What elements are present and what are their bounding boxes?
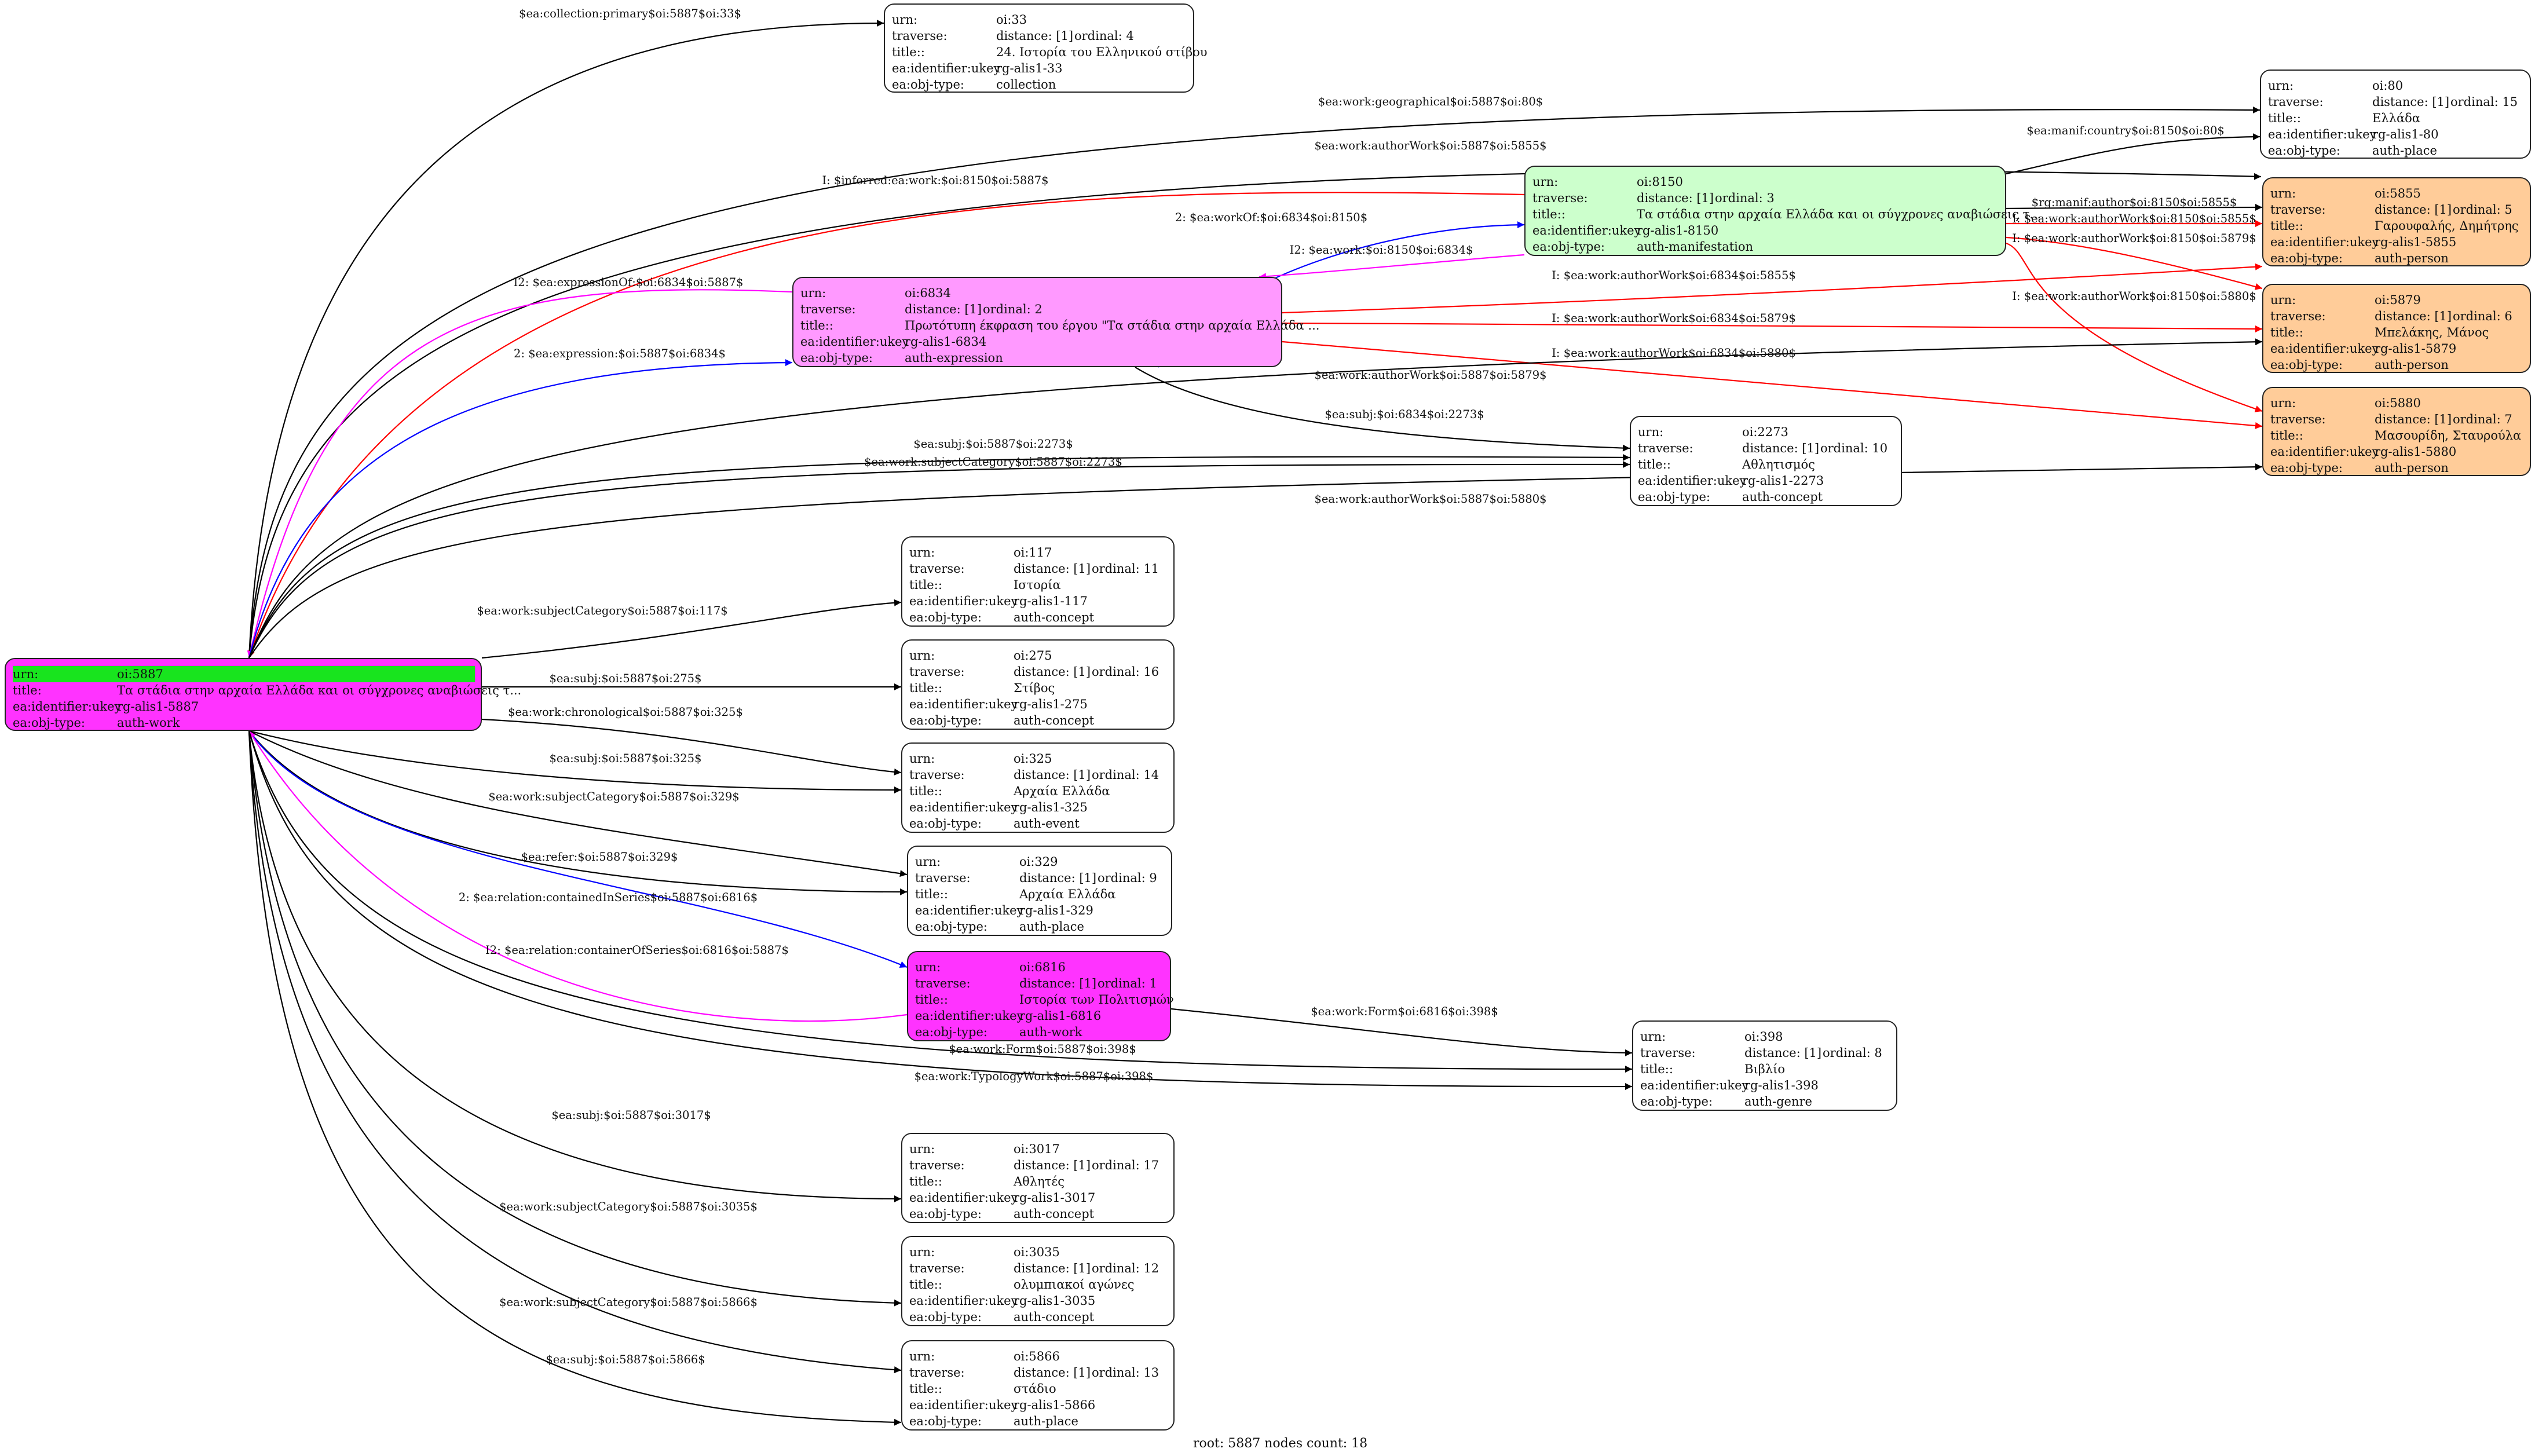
edge-n5887-n3035 xyxy=(248,730,902,1307)
edge-label: I: $inferred:ea:work:$oi:8150$oi:5887$ xyxy=(822,174,1048,187)
node-ukey: rg-alis1-5887 xyxy=(117,700,199,714)
edge-n5887-n325 xyxy=(481,718,902,775)
node-325[interactable]: urn:oi:325 traverse:distance: [1]ordinal… xyxy=(901,742,1175,833)
node-title: Τα στάδια στην αρχαία Ελλάδα και οι σύγχ… xyxy=(117,683,522,697)
edge-label: I2: $ea:relation:containerOfSeries$oi:68… xyxy=(485,943,789,957)
edge-label: $ea:subj:$oi:5887$oi:5866$ xyxy=(546,1353,705,1366)
edge-label: $ea:refer:$oi:5887$oi:329$ xyxy=(521,850,678,864)
edge-label: $ea:work:subjectCategory$oi:5887$oi:2273… xyxy=(864,455,1122,469)
edge-label: $rg:manif:author$oi:8150$oi:5855$ xyxy=(2032,196,2237,209)
graph-footer: root: 5887 nodes count: 18 xyxy=(1193,1436,1368,1451)
edge-n5887-n3017 xyxy=(248,730,902,1202)
edge-label: 2: $ea:relation:containedInSeries$oi:588… xyxy=(459,891,758,904)
node-5866[interactable]: urn:oi:5866 traverse:distance: [1]ordina… xyxy=(901,1340,1175,1431)
edge-n5887-n117 xyxy=(481,599,902,659)
edge-label: $ea:work:chronological$oi:5887$oi:325$ xyxy=(508,705,743,719)
node-5880[interactable]: urn:oi:5880 traverse:distance: [1]ordina… xyxy=(2262,387,2531,476)
edge-label: I: $ea:work:authorWork$oi:8150$oi:5855$ xyxy=(2012,212,2256,225)
edge-n8150-n5880 xyxy=(2006,242,2263,412)
node-3017[interactable]: urn:oi:3017 traverse:distance: [1]ordina… xyxy=(901,1133,1175,1223)
edge-label: $ea:work:TypologyWork$oi:5887$oi:398$ xyxy=(914,1070,1154,1083)
node-117[interactable]: urn:oi:117 traverse:distance: [1]ordinal… xyxy=(901,536,1175,627)
edge-n5887-n329 xyxy=(248,730,908,877)
edge-n5887-n5880 xyxy=(248,463,2263,659)
edge-label: I: $ea:work:authorWork$oi:8150$oi:5879$ xyxy=(2012,232,2256,245)
edge-label: I: $ea:work:authorWork$oi:8150$oi:5880$ xyxy=(2012,290,2256,303)
edge-label: $ea:work:Form$oi:5887$oi:398$ xyxy=(949,1042,1136,1056)
edge-label: $ea:subj:$oi:5887$oi:3017$ xyxy=(551,1109,711,1122)
edge-label: I2: $ea:expressionOf:$oi:6834$oi:5887$ xyxy=(514,276,744,289)
edge-n6834-n5887 xyxy=(247,289,793,659)
edge-n6834-n2273 xyxy=(1135,367,1630,452)
node-329[interactable]: urn:oi:329 traverse:distance: [1]ordinal… xyxy=(907,846,1172,936)
edge-n5887-n2273 xyxy=(248,460,1630,659)
node-398[interactable]: urn:oi:398 traverse:distance: [1]ordinal… xyxy=(1632,1020,1897,1111)
edge-label: I: $ea:work:authorWork$oi:6834$oi:5855$ xyxy=(1552,269,1796,282)
edge-label: $ea:work:subjectCategory$oi:5887$oi:329$ xyxy=(488,790,739,803)
edge-n5887-n6834 xyxy=(248,359,793,659)
edge-n6834-n5855 xyxy=(1282,263,2263,314)
edge-label: $ea:work:authorWork$oi:5887$oi:5880$ xyxy=(1314,492,1546,506)
edge-label: 2: $ea:workOf:$oi:6834$oi:8150$ xyxy=(1175,211,1367,224)
edge-n5887-n33 xyxy=(248,20,884,659)
edge-n5887-n2273 xyxy=(248,453,1630,659)
edge-n5887-n5866 xyxy=(248,730,902,1374)
node-6816[interactable]: urn:oi:6816 traverse:distance: [1]ordina… xyxy=(907,951,1174,1041)
edge-label: $ea:work:geographical$oi:5887$oi:80$ xyxy=(1318,95,1543,108)
node-8150[interactable]: urn:oi:8150 traverse:distance: [1]ordina… xyxy=(1524,166,2041,256)
node-root-5887[interactable]: urn:oi:5887 title:Τα στάδια στην αρχαία … xyxy=(5,658,521,731)
edge-label: $ea:collection:primary$oi:5887$oi:33$ xyxy=(519,7,741,20)
edge-n6816-n5887 xyxy=(248,730,908,1022)
node-5879[interactable]: urn:oi:5879 traverse:distance: [1]ordina… xyxy=(2262,284,2531,373)
edge-label: $ea:work:subjectCategory$oi:5887$oi:3035… xyxy=(499,1200,758,1213)
edge-n8150-n80 xyxy=(2006,133,2260,175)
edge-label: $ea:subj:$oi:5887$oi:325$ xyxy=(550,752,702,765)
edge-label: $ea:manif:country$oi:8150$oi:80$ xyxy=(2026,124,2225,137)
node-6834[interactable]: urn:oi:6834 traverse:distance: [1]ordina… xyxy=(792,277,1319,367)
edge-n5887-n80 xyxy=(248,106,2260,659)
edge-label: $ea:work:authorWork$oi:5887$oi:5879$ xyxy=(1314,368,1546,382)
edge-label: I2: $ea:work:$oi:8150$oi:6834$ xyxy=(1290,243,1473,257)
edge-n5887-n6816 xyxy=(248,730,908,968)
edge-n6834-n5879 xyxy=(1282,322,2263,332)
node-type: auth-work xyxy=(117,716,180,730)
node-80[interactable]: urn:oi:80 traverse:distance: [1]ordinal:… xyxy=(2260,69,2531,159)
edge-label: $ea:subj:$oi:5887$oi:275$ xyxy=(550,672,702,685)
edge-label: I: $ea:work:authorWork$oi:6834$oi:5879$ xyxy=(1552,312,1796,325)
node-2273[interactable]: urn:oi:2273 traverse:distance: [1]ordina… xyxy=(1630,416,1902,506)
node-33[interactable]: urn:oi:33 traverse:distance: [1]ordinal:… xyxy=(884,3,1208,93)
node-urn: oi:5887 xyxy=(117,667,163,681)
edge-label: $ea:work:Form$oi:6816$oi:398$ xyxy=(1311,1005,1498,1018)
edge-label: $ea:subj:$oi:5887$oi:2273$ xyxy=(913,437,1073,451)
edge-label: $ea:work:authorWork$oi:5887$oi:5855$ xyxy=(1314,139,1546,152)
edge-label: 2: $ea:expression:$oi:5887$oi:6834$ xyxy=(514,347,726,360)
edge-n5887-n325 xyxy=(248,730,902,793)
edge-n5887-n398 xyxy=(248,730,1633,1073)
edge-n8150-n5887 xyxy=(248,192,1525,659)
edge-label: $ea:work:subjectCategory$oi:5887$oi:117$ xyxy=(477,604,727,617)
edge-label: $ea:subj:$oi:6834$oi:2273$ xyxy=(1325,408,1484,421)
edge-n5887-n5879 xyxy=(248,338,2263,659)
edge-n6834-n5880 xyxy=(1282,341,2263,429)
edge-n6816-n398 xyxy=(1170,1008,1633,1056)
node-3035[interactable]: urn:oi:3035 traverse:distance: [1]ordina… xyxy=(901,1236,1175,1326)
edge-n5887-n329 xyxy=(248,730,908,895)
edge-n8150-n5855 xyxy=(2006,204,2263,211)
edge-label: $ea:work:subjectCategory$oi:5887$oi:5866… xyxy=(499,1296,758,1309)
edge-n8150-n5879 xyxy=(2006,236,2263,290)
edge-n5887-n398 xyxy=(248,730,1633,1091)
edge-label: I: $ea:work:authorWork$oi:6834$oi:5880$ xyxy=(1552,346,1796,360)
edge-n5887-n5866 xyxy=(248,730,902,1426)
node-5855[interactable]: urn:oi:5855 traverse:distance: [1]ordina… xyxy=(2262,177,2531,266)
edge-n8150-n6834 xyxy=(1259,254,1525,280)
node-275[interactable]: urn:oi:275 traverse:distance: [1]ordinal… xyxy=(901,639,1175,730)
